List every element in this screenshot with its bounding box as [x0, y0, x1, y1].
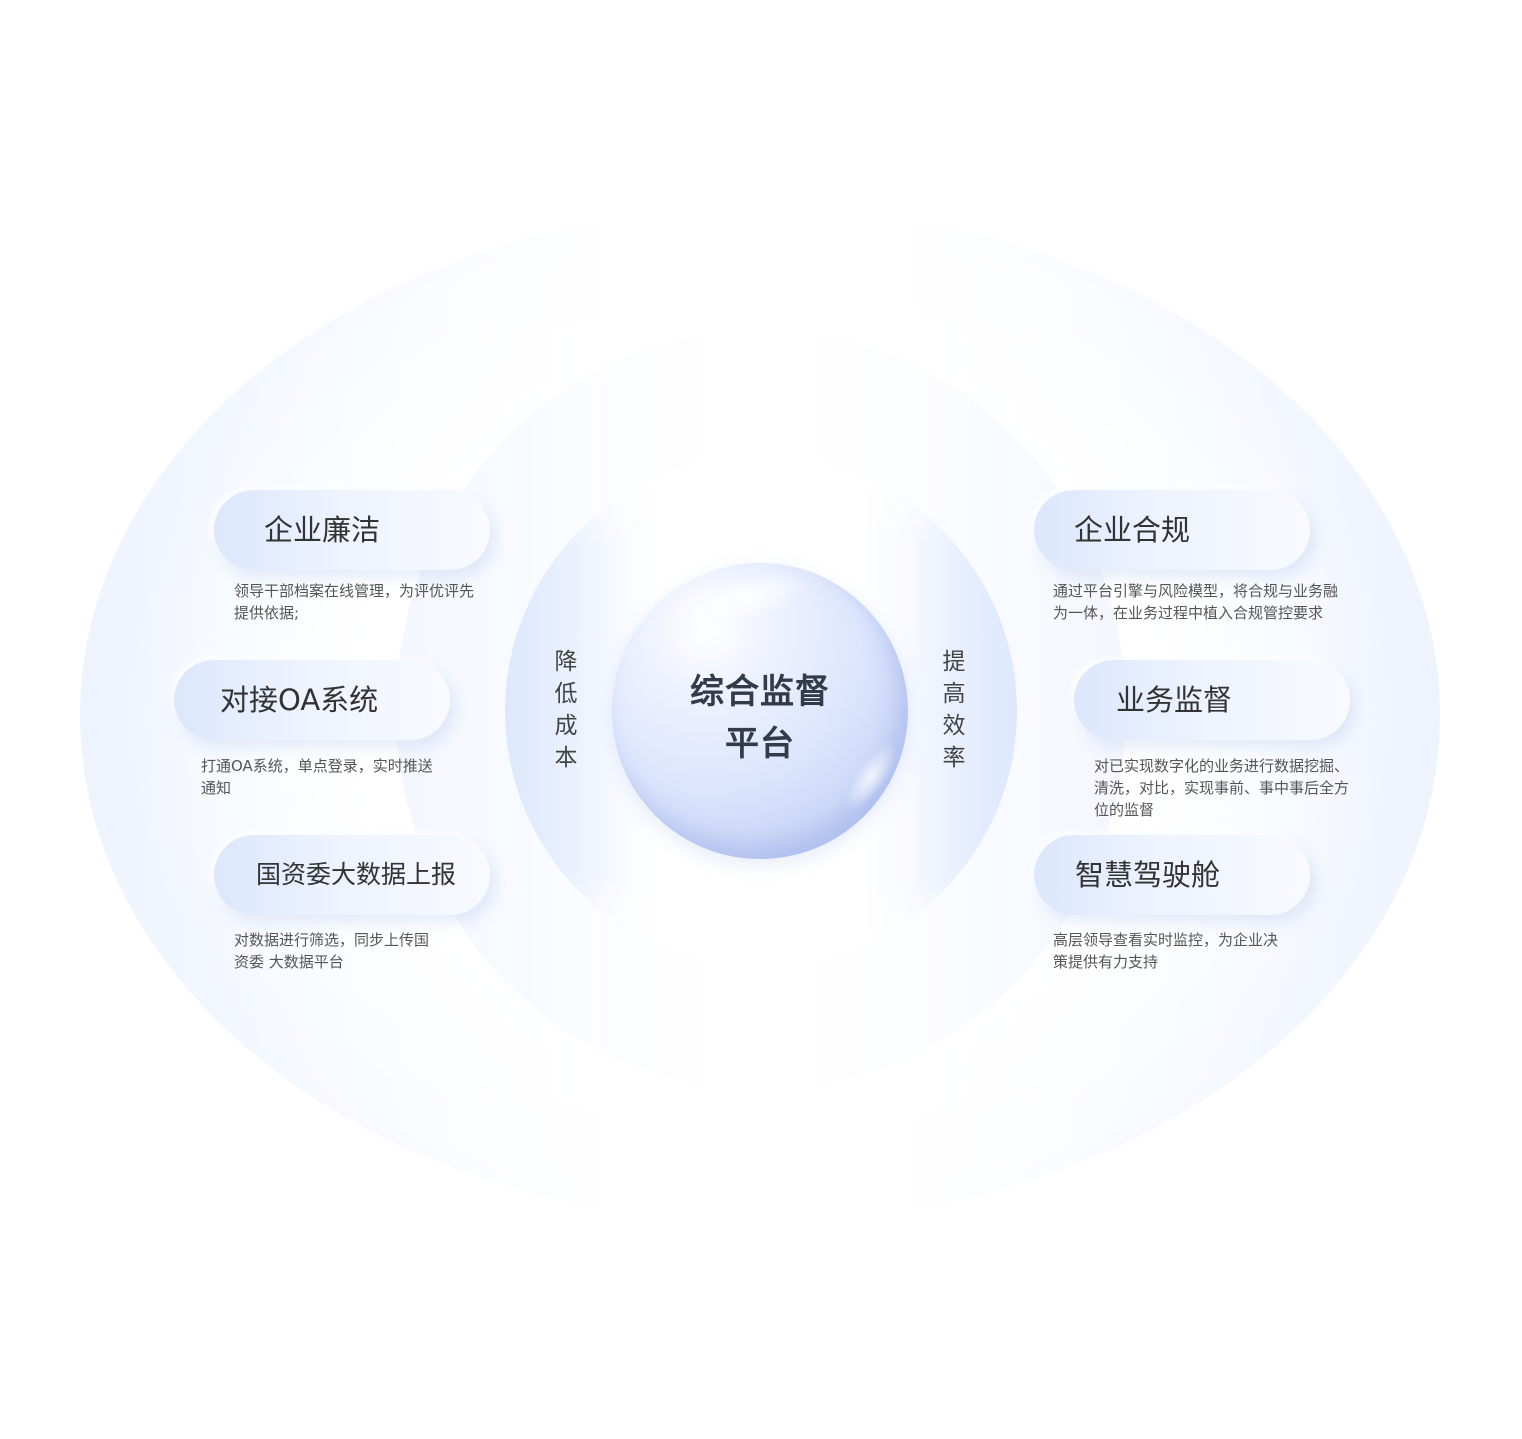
right-axis-char: 高: [942, 681, 966, 707]
feature-pill-smart-cockpit: 智慧驾驶舱: [1034, 835, 1310, 915]
right-axis-char: 提: [942, 649, 966, 675]
right-axis-char: 效: [942, 713, 966, 739]
center-title-line1: 综合监督: [690, 672, 830, 712]
feature-label: 业务监督: [1116, 683, 1233, 717]
feature-label: 国资委大数据上报: [256, 860, 457, 889]
left-axis-label: 降 低 成 本: [551, 646, 581, 774]
feature-label: 企业廉洁: [264, 513, 381, 547]
left-axis-char: 降: [554, 649, 578, 675]
feature-description: 对已实现数字化的业务进行数据挖掘、 清洗，对比，实现事前、事中事后全方 位的监督: [1094, 755, 1384, 821]
description-line: 提供依据;: [234, 604, 300, 622]
description-line: 打通OA系统，单点登录，实时推送: [201, 757, 433, 775]
feature-label: 企业合规: [1074, 513, 1191, 547]
feature-description: 领导干部档案在线管理，为评优评先 提供依据;: [234, 580, 504, 624]
feature-description: 打通OA系统，单点登录，实时推送 通知: [201, 755, 461, 799]
feature-description: 高层领导查看实时监控，为企业决 策提供有力支持: [1053, 929, 1313, 973]
feature-description: 对数据进行筛选，同步上传国 资委 大数据平台: [234, 929, 474, 973]
description-line: 策提供有力支持: [1053, 953, 1159, 971]
description-line: 对数据进行筛选，同步上传国: [234, 931, 430, 949]
description-line: 位的监督: [1094, 801, 1155, 819]
description-line: 清洗，对比，实现事前、事中事后全方: [1094, 779, 1350, 797]
description-line: 通知: [201, 779, 232, 797]
feature-pill-enterprise-compliance: 企业合规: [1034, 490, 1310, 570]
center-title-line2: 平台: [725, 724, 795, 764]
left-axis-char: 成: [554, 713, 578, 739]
description-line: 通过平台引擎与风险模型，将合规与业务融: [1053, 582, 1339, 600]
feature-label: 智慧驾驶舱: [1075, 858, 1221, 892]
right-axis-label: 提 高 效 率: [939, 646, 969, 774]
center-sphere: 综合监督 平台: [612, 563, 908, 859]
description-line: 资委 大数据平台: [234, 953, 344, 971]
feature-label: 对接OA系统: [220, 683, 379, 717]
center-title: 综合监督 平台: [612, 666, 908, 770]
feature-pill-business-supervision: 业务监督: [1074, 660, 1350, 740]
left-axis-char: 低: [554, 681, 578, 707]
inner-ring: [505, 455, 1017, 967]
description-line: 高层领导查看实时监控，为企业决: [1053, 931, 1279, 949]
description-line: 对已实现数字化的业务进行数据挖掘、: [1094, 757, 1350, 775]
description-line: 领导干部档案在线管理，为评优评先: [234, 582, 475, 600]
feature-description: 通过平台引擎与风险模型，将合规与业务融 为一体，在业务过程中植入合规管控要求: [1053, 580, 1373, 624]
right-axis-char: 率: [942, 745, 966, 771]
feature-pill-oa-integration: 对接OA系统: [174, 660, 450, 740]
left-axis-char: 本: [554, 745, 578, 771]
description-line: 为一体，在业务过程中植入合规管控要求: [1053, 604, 1324, 622]
feature-pill-enterprise-integrity: 企业廉洁: [214, 490, 490, 570]
feature-pill-sasac-data-report: 国资委大数据上报: [214, 835, 490, 915]
